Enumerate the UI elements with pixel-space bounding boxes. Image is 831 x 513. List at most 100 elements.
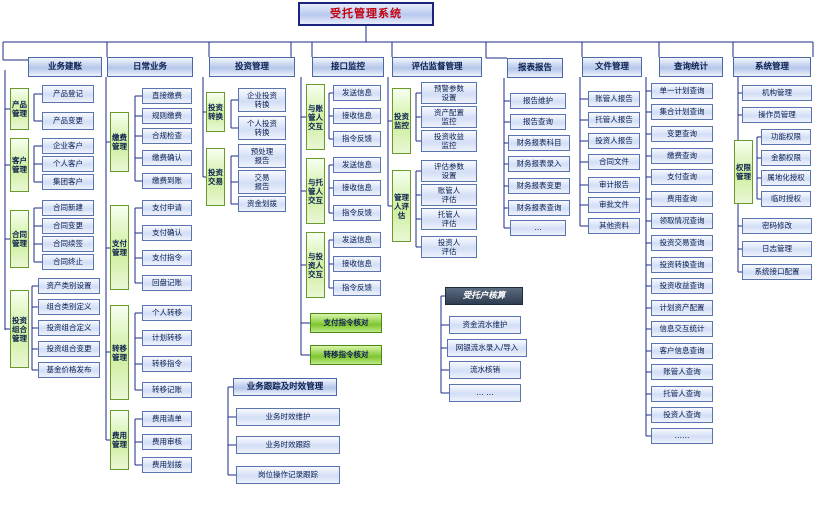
diagram-node-i7f: 审批文件 [588, 197, 640, 213]
diagram-node-ix4: … … [449, 384, 521, 402]
diagram-node-i8a: 单一计划查询 [651, 83, 713, 99]
diagram-node-s42: 与托管人交互 [306, 158, 325, 224]
diagram-node-hx: 受托户核算 [445, 287, 523, 305]
diagram-node-i10a: 业务时效维护 [236, 408, 340, 426]
diagram-node-s51: 投资监控 [392, 88, 411, 154]
diagram-node-i23c: 转移指令 [142, 356, 192, 372]
diagram-node-i21e: 缴费到账 [142, 173, 192, 189]
diagram-node-s22: 支付管理 [110, 205, 129, 290]
diagram-node-ix2: 网银流水录入/导入 [447, 339, 527, 357]
diagram-node-i13b: 合同变更 [42, 218, 94, 234]
diagram-node-i8m: 客户信息查询 [651, 343, 713, 359]
diagram-node-i6d: 财务报表录入 [508, 156, 570, 172]
diagram-node-i8h: 投资交易查询 [651, 235, 713, 251]
diagram-node-i24a: 费用清单 [142, 411, 192, 427]
diagram-node-i9i: 系统接口配置 [742, 264, 812, 280]
diagram-node-i6b: 报告查询 [510, 114, 566, 130]
diagram-node-i9b: 操作员管理 [742, 107, 812, 123]
diagram-node-c3: 投资管理 [209, 57, 295, 77]
diagram-node-i9c: 功能权限 [761, 129, 811, 145]
diagram-node-ix3: 流水核销 [449, 361, 521, 379]
diagram-node-i51c: 投资收益 监控 [421, 130, 477, 152]
diagram-node-i21c: 合规检查 [142, 128, 192, 144]
diagram-node-i10c: 岗位操作记录跟踪 [236, 466, 340, 484]
diagram-node-s13: 合同管理 [10, 210, 29, 268]
diagram-node-i23a: 个人转移 [142, 305, 192, 321]
diagram-node-i41b: 接收信息 [333, 108, 381, 124]
diagram-node-s14: 投资组合管理 [10, 290, 29, 368]
diagram-node-i6c: 财务报表科目 [508, 135, 570, 151]
diagram-node-i12b: 个人客户 [42, 156, 94, 172]
diagram-node-i8g: 领取情况查询 [651, 213, 713, 229]
diagram-node-i24c: 费用划拨 [142, 457, 192, 473]
diagram-node-c8: 查询统计 [659, 57, 723, 77]
diagram-node-c4: 接口监控 [312, 57, 384, 77]
diagram-node-i9h: 日志管理 [742, 241, 812, 257]
diagram-node-i52a: 评估参数 设置 [421, 160, 477, 182]
diagram-node-i13a: 合同新建 [42, 200, 94, 216]
diagram-node-i12c: 集团客户 [42, 174, 94, 190]
diagram-node-s23: 转移管理 [110, 305, 129, 400]
diagram-node-i14a: 资产类别设置 [38, 278, 100, 294]
diagram-node-i6g: … [510, 220, 566, 236]
diagram-node-i13c: 合同续签 [42, 236, 94, 252]
diagram-node-i41a: 发送信息 [333, 85, 381, 101]
diagram-node-i7c: 投资人报告 [588, 133, 640, 149]
diagram-node-i41c: 指令反馈 [333, 131, 381, 147]
diagram-node-s31: 投资转换 [206, 92, 225, 132]
diagram-node-i31b: 个人投资 转换 [238, 116, 286, 140]
diagram-node-s91: 权限管理 [734, 140, 753, 204]
diagram-node-i8i: 投资转换查询 [651, 257, 713, 273]
diagram-node-g41: 支付指令核对 [310, 313, 382, 333]
diagram-node-i43a: 发送信息 [333, 232, 381, 248]
diagram-node-i8e: 支付查询 [651, 169, 713, 185]
diagram-node-i52c: 托管人 评估 [421, 208, 477, 230]
diagram-node-c9: 系统管理 [733, 57, 811, 77]
diagram-node-i14e: 基金价格发布 [38, 362, 100, 378]
diagram-node-i8q: …… [651, 428, 713, 444]
diagram-node-i22d: 回盘记账 [142, 275, 192, 291]
diagram-node-i32a: 预处理 报告 [238, 144, 286, 168]
diagram-node-i8k: 计划资产配置 [651, 300, 713, 316]
diagram-node-ix1: 资金流水维护 [449, 316, 521, 334]
diagram-node-i9d: 金额权限 [761, 150, 811, 166]
diagram-node-c1: 业务建账 [28, 57, 102, 77]
diagram-node-i22c: 支付指令 [142, 250, 192, 266]
diagram-node-g42: 转移指令核对 [310, 345, 382, 365]
diagram-node-i14b: 组合类别定义 [38, 299, 100, 315]
diagram-node-i7b: 托管人报告 [588, 112, 640, 128]
diagram-node-i8o: 托管人查询 [651, 386, 713, 402]
diagram-node-c6: 报表报告 [507, 58, 563, 78]
diagram-node-i9g: 密码修改 [742, 218, 812, 234]
diagram-node-i7d: 合同文件 [588, 154, 640, 170]
diagram-node-i14d: 投资组合变更 [38, 341, 100, 357]
diagram-node-i8f: 费用查询 [651, 191, 713, 207]
diagram-node-i14c: 投资组合定义 [38, 320, 100, 336]
diagram-node-i6a: 报告维护 [510, 93, 566, 109]
diagram-node-root: 受托管理系统 [298, 2, 434, 26]
diagram-node-i32b: 交易 报告 [238, 170, 286, 194]
diagram-node-s52: 管理人评估 [392, 170, 411, 242]
diagram-node-i52b: 账管人 评估 [421, 184, 477, 206]
diagram-node-i9f: 临时授权 [761, 191, 811, 207]
diagram-node-i9a: 机构管理 [742, 85, 812, 101]
diagram-node-s12: 客户管理 [10, 138, 29, 192]
diagram-node-i7e: 审计报告 [588, 177, 640, 193]
diagram-node-s21: 缴费管理 [110, 112, 129, 172]
diagram-node-i8j: 投资收益查询 [651, 278, 713, 294]
diagram-node-i12a: 企业客户 [42, 138, 94, 154]
diagram-node-i43b: 接收信息 [333, 256, 381, 272]
diagram-node-i21d: 缴费确认 [142, 150, 192, 166]
diagram-node-i32c: 资金划拨 [238, 196, 286, 212]
diagram-node-c2: 日常业务 [107, 57, 193, 77]
diagram-node-i51a: 预警参数 设置 [421, 82, 477, 104]
diagram-node-i13d: 合同终止 [42, 254, 94, 270]
diagram-node-c5: 评估监督管理 [392, 57, 482, 77]
diagram-node-i7a: 账管人报告 [588, 91, 640, 107]
diagram-node-i43c: 指令反馈 [333, 280, 381, 296]
diagram-node-i22b: 支付确认 [142, 225, 192, 241]
diagram-node-i8p: 投资人查询 [651, 407, 713, 423]
diagram-node-s41: 与账管人交互 [306, 84, 325, 150]
diagram-node-i11b: 产品变更 [42, 112, 94, 130]
diagram-node-i8c: 变更查询 [651, 126, 713, 142]
